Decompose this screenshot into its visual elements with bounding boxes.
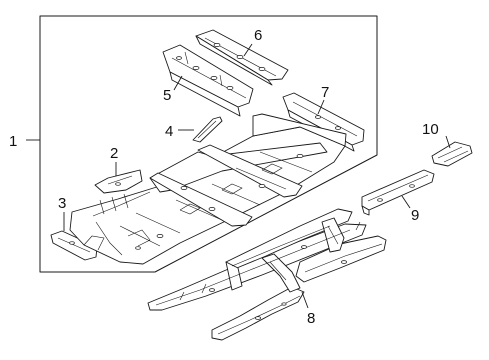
part-9-sill[interactable] xyxy=(361,169,435,216)
assembly-outline xyxy=(39,15,378,273)
leader-5 xyxy=(173,75,183,91)
leader-9 xyxy=(401,195,411,209)
part-6-cross-member[interactable] xyxy=(195,29,289,86)
part-4-bracket[interactable] xyxy=(192,116,223,143)
callout-6: 6 xyxy=(254,27,262,44)
callout-8: 8 xyxy=(307,310,315,327)
leader-6 xyxy=(243,43,253,57)
callout-2: 2 xyxy=(110,145,118,162)
leader-8 xyxy=(301,291,309,309)
part-8-frame[interactable] xyxy=(147,208,387,341)
callout-1: 1 xyxy=(9,133,17,150)
callout-3: 3 xyxy=(58,195,66,212)
callout-7: 7 xyxy=(321,84,329,101)
callout-4: 4 xyxy=(165,123,173,140)
callout-9: 9 xyxy=(411,207,419,224)
part-10-plate[interactable] xyxy=(431,141,473,167)
callout-5: 5 xyxy=(163,87,171,104)
leader-7 xyxy=(317,99,325,115)
callout-10: 10 xyxy=(422,121,439,138)
part-3-bracket[interactable] xyxy=(50,230,98,261)
floor-pan xyxy=(69,113,347,265)
leader-10 xyxy=(445,135,451,149)
part-2-plate[interactable] xyxy=(94,169,143,194)
part-5-seat-member[interactable] xyxy=(162,44,254,117)
